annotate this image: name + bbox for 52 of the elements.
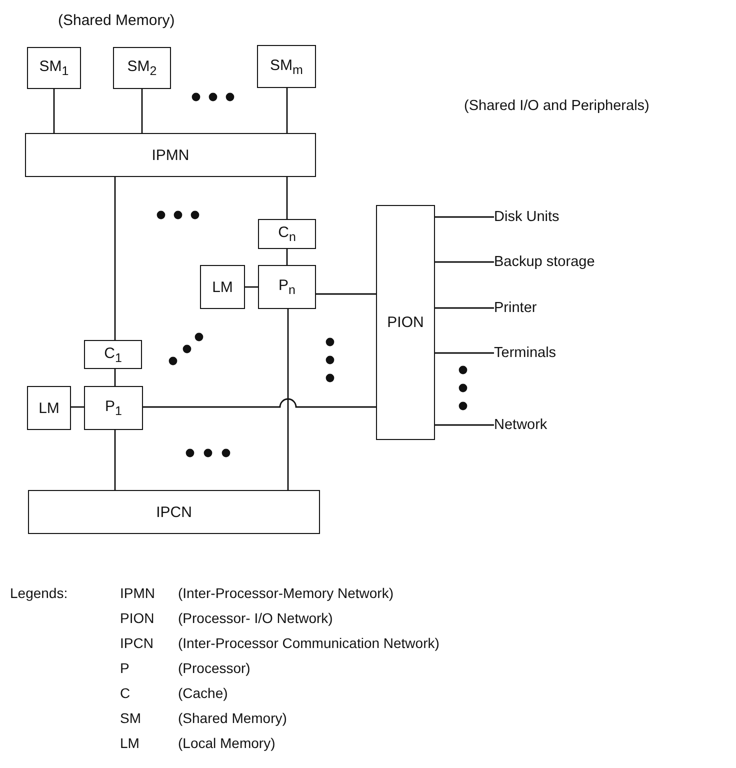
note-text: Legends: (10, 585, 68, 602)
connector-line (71, 406, 84, 408)
connector-line (114, 369, 116, 386)
note-text: (Shared Memory) (58, 12, 175, 30)
connector-line (286, 249, 288, 265)
note-text: (Inter-Processor-Memory Network) (178, 585, 394, 602)
component-box: PION (376, 205, 435, 440)
connector-line (287, 309, 289, 490)
note-text: LM (120, 735, 140, 752)
component-box: LM (200, 265, 245, 309)
connector-line (114, 177, 116, 340)
note-text: IPCN (120, 635, 154, 652)
note-text: (Inter-Processor Communication Network) (178, 635, 440, 652)
connector-line (435, 216, 494, 218)
connector-line (316, 293, 376, 295)
note-text: IPMN (120, 585, 155, 602)
note-text: (Local Memory) (178, 735, 276, 752)
note-text: P (120, 660, 130, 677)
connector-line (435, 352, 494, 354)
component-box: IPMN (25, 133, 316, 177)
device-label: Backup storage (494, 254, 595, 270)
note-text: (Processor- I/O Network) (178, 610, 333, 627)
note-text: (Cache) (178, 685, 228, 702)
connector-line (435, 261, 494, 263)
component-box: C$_{1}$ (84, 340, 142, 369)
note-text: PION (120, 610, 154, 627)
component-box: C$_{n}$ (258, 219, 316, 249)
component-box: P$_{n}$ (258, 265, 316, 309)
connector-line (435, 307, 494, 309)
connector-line (143, 398, 376, 408)
note-text: (Processor) (178, 660, 250, 677)
connector-line (286, 177, 288, 219)
component-box: SM$_{m}$ (257, 45, 316, 88)
device-label: Disk Units (494, 209, 560, 225)
note-text: (Shared I/O and Peripherals) (464, 98, 650, 116)
device-label: Printer (494, 300, 537, 316)
connector-line (141, 89, 143, 133)
device-label: Terminals (494, 345, 556, 361)
connector-line (286, 88, 288, 133)
component-box: SM$_{2}$ (113, 47, 171, 89)
note-text: C (120, 685, 130, 702)
note-text: (Shared Memory) (178, 710, 287, 727)
connector-line (114, 430, 116, 490)
connector-line (435, 424, 494, 426)
note-text: SM (120, 710, 141, 727)
component-box: IPCN (28, 490, 320, 534)
device-label: Network (494, 417, 548, 433)
connector-line (245, 286, 258, 288)
connector-line (53, 89, 55, 133)
component-box: P$_{1}$ (84, 386, 143, 430)
component-box: LM (27, 386, 71, 430)
component-box: SM$_{1}$ (27, 47, 81, 89)
